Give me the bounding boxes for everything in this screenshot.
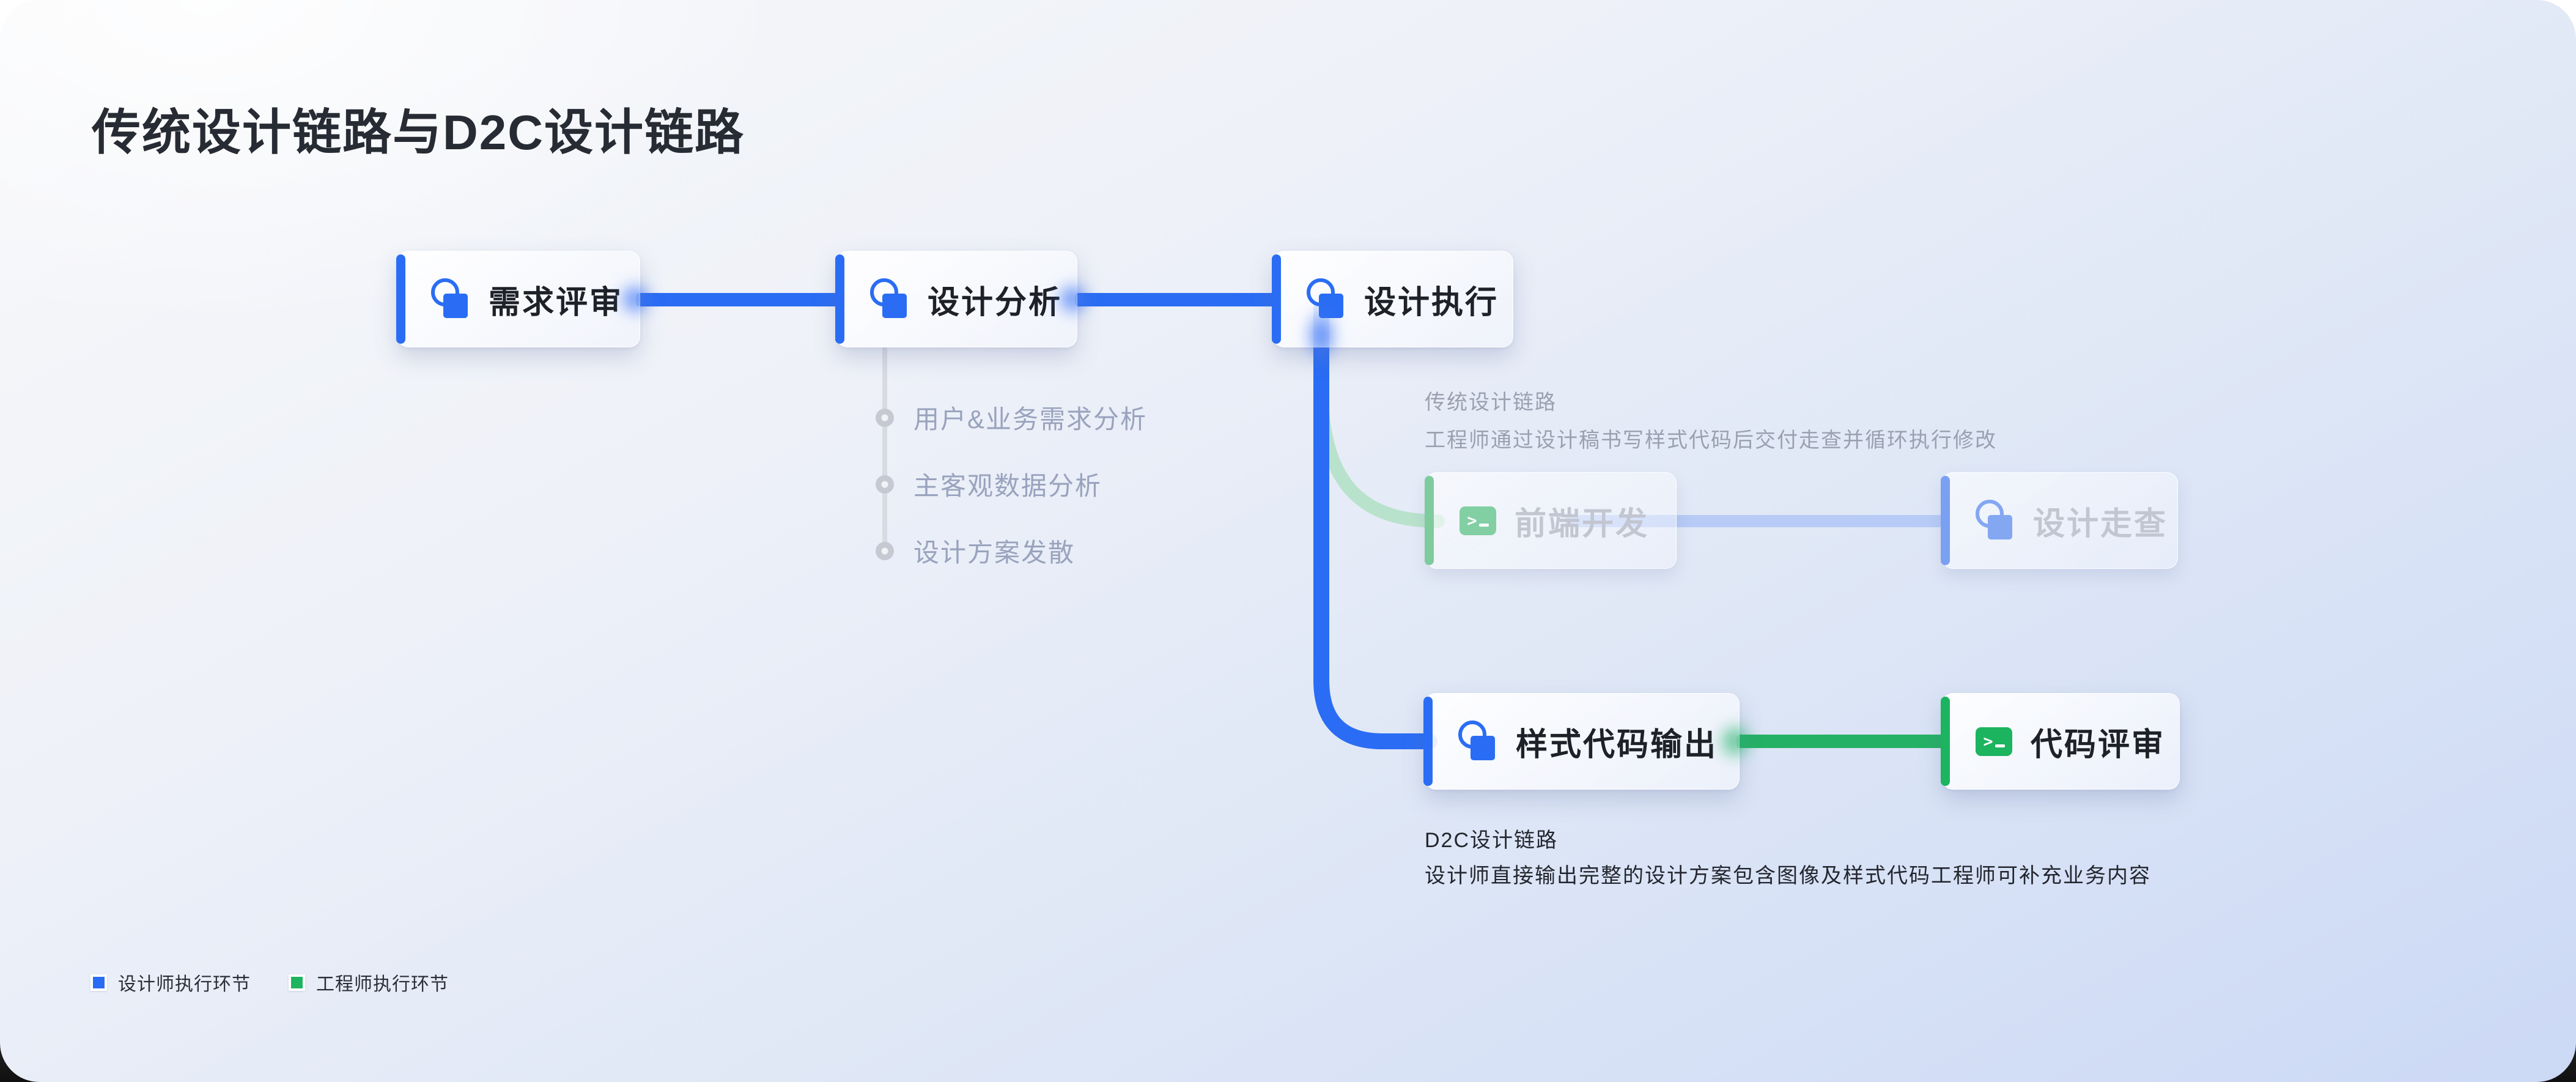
accent-bar [835,254,844,344]
terminal-underscore [1478,523,1489,527]
accent-bar [1423,697,1433,786]
node-design-analysis: 设计分析 [835,251,1077,347]
accent-bar [396,254,405,344]
node-label: 前端开发 [1515,506,1650,542]
step-bullet-icon [876,475,894,494]
wire-trunk-to-style-output [1313,301,1437,749]
node-label: 设计分析 [928,284,1063,321]
wire-review-to-analysis [636,293,841,306]
page-title: 传统设计链路与D2C设计链路 [92,105,745,160]
terminal-prompt-glyph: > [1467,511,1477,530]
node-frontend-dev: > 前端开发 [1425,472,1677,569]
traditional-chain-desc: 工程师通过设计稿书写样式代码后交付走查并循环执行修改 [1425,429,1997,452]
designer-shapes-icon [1307,278,1346,320]
wire-branch-to-frontend [1315,377,1445,528]
node-label: 需求评审 [489,284,624,321]
designer-shapes-icon [1458,721,1497,762]
accent-bar [1941,476,1950,565]
legend-item-engineer: 工程师执行环节 [289,969,449,996]
analysis-steps-line [882,347,887,556]
step-bullet-icon [876,408,894,427]
analysis-step-item: 设计方案发散 [876,532,1075,569]
d2c-chain-title: D2C设计链路 [1425,829,1559,852]
node-design-execution: 设计执行 [1272,251,1513,347]
legend-label: 工程师执行环节 [316,974,449,995]
accent-bar [1425,476,1434,565]
terminal-prompt-glyph: > [1983,732,1993,751]
designer-shapes-icon [870,278,909,320]
node-style-code-output: 样式代码输出 [1423,693,1740,790]
step-label: 主客观数据分析 [913,472,1102,500]
designer-shapes-icon [1976,500,2015,541]
node-label: 代码评审 [2031,727,2166,763]
terminal-icon: > [1460,506,1496,535]
step-bullet-icon [876,541,894,560]
engineer-color-swatch-icon [289,974,305,991]
node-label: 设计走查 [2033,506,2168,542]
accent-bar [1941,697,1950,786]
node-label: 样式代码输出 [1516,727,1718,763]
terminal-icon: > [1976,727,2012,756]
wire-analysis-to-execution [1075,293,1277,306]
accent-bar [1272,254,1281,344]
node-design-walkthrough: 设计走查 [1941,472,2178,569]
legend-item-designer: 设计师执行环节 [90,969,251,996]
terminal-underscore [1995,744,2005,747]
node-label: 设计执行 [1364,284,1499,321]
node-code-review: > 代码评审 [1941,693,2180,790]
analysis-step-item: 用户&业务需求分析 [876,399,1147,436]
designer-shapes-icon [431,278,470,320]
step-label: 用户&业务需求分析 [913,405,1148,434]
step-label: 设计方案发散 [913,538,1076,567]
analysis-step-item: 主客观数据分析 [876,465,1102,503]
node-requirement-review: 需求评审 [396,251,640,347]
d2c-chain-desc: 设计师直接输出完整的设计方案包含图像及样式代码工程师可补充业务内容 [1425,864,2151,887]
legend-label: 设计师执行环节 [118,974,251,995]
legend: 设计师执行环节 工程师执行环节 [90,969,449,996]
wire-style-output-to-code-review [1736,735,1947,748]
traditional-chain-title: 传统设计链路 [1425,391,1557,414]
designer-color-swatch-icon [90,974,107,991]
